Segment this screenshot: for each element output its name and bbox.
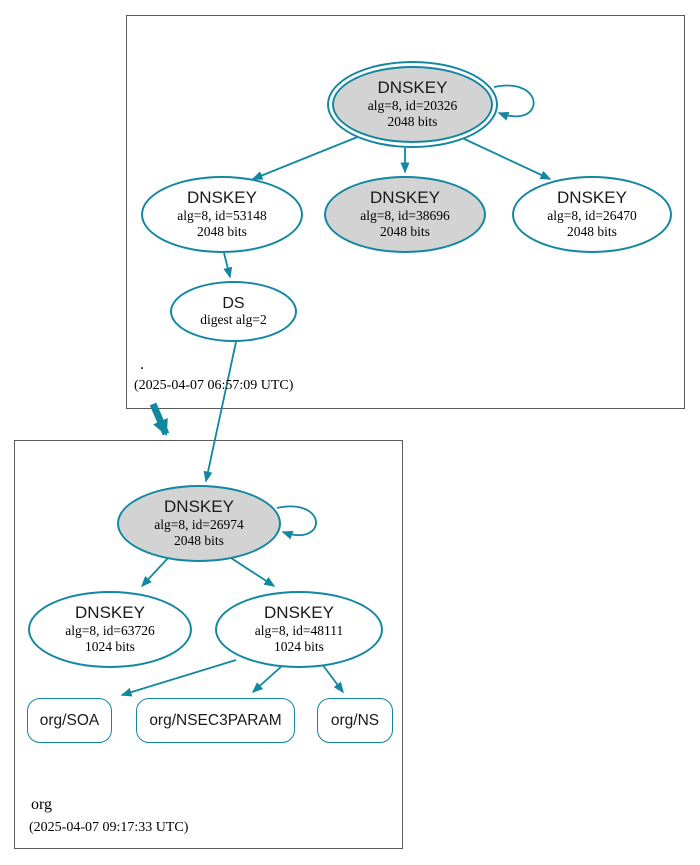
node-org-zsk-48111[interactable]: DNSKEY alg=8, id=48111 1024 bits [215,591,383,668]
edge-org-ksk-to-zsk63726 [140,557,169,588]
zone-timestamp-org: (2025-04-07 09:17:33 UTC) [29,820,189,835]
node-type-label: DNSKEY [557,187,627,207]
node-type-label: DNSKEY [75,602,145,622]
zone-timestamp-root: (2025-04-07 06:57:09 UTC) [134,378,294,393]
edge-zsk53148-to-ds [223,252,233,279]
node-type-label: DNSKEY [377,77,448,97]
node-type-label: DNSKEY [264,602,334,622]
edge-root-ksk-selfloop [493,84,535,121]
node-bits: 1024 bits [274,638,324,654]
node-bits: 2048 bits [387,113,438,129]
node-org-ksk-26974[interactable]: DNSKEY alg=8, id=26974 2048 bits [117,485,281,562]
node-type-label: DNSKEY [187,187,257,207]
node-type-label: DS [222,294,245,312]
node-type-label: DNSKEY [164,496,234,516]
node-alg-id: alg=8, id=48111 [254,622,344,638]
node-bits: 2048 bits [567,223,617,239]
node-ds-record[interactable]: DS digest alg=2 [170,281,297,342]
edge-ds-to-org-ksk [203,341,237,483]
node-alg-id: alg=8, id=20326 [367,97,458,113]
edge-org-ksk-to-zsk48111 [230,557,276,587]
rrset-label: org/SOA [39,711,100,729]
edge-root-ksk-to-zsk53148 [251,135,361,180]
node-alg-id: alg=8, id=53148 [177,207,267,223]
node-rrset-org-ns[interactable]: org/NS [317,698,393,743]
node-alg-id: alg=8, id=26470 [547,207,637,223]
edge-delegation-root-to-org [149,402,170,436]
node-root-ksk-20326[interactable]: DNSKEY alg=8, id=20326 2048 bits [327,61,498,148]
edge-zsk48111-to-nsec3param [251,664,284,694]
edge-org-ksk-selfloop [276,505,317,540]
node-type-label: DNSKEY [370,187,440,207]
node-rrset-org-nsec3param[interactable]: org/NSEC3PARAM [136,698,295,743]
node-alg-id: alg=8, id=63726 [65,622,155,638]
rrset-label: org/NSEC3PARAM [149,711,282,729]
edge-zsk48111-to-soa [120,659,237,697]
zone-name-org: org [31,796,53,813]
node-digest-alg: digest alg=2 [200,312,267,328]
zone-box-root [126,15,685,409]
node-alg-id: alg=8, id=26974 [154,516,244,532]
node-bits: 2048 bits [380,223,430,239]
node-bits: 2048 bits [174,532,224,548]
edge-zsk48111-to-ns [321,663,344,694]
node-org-zsk-63726[interactable]: DNSKEY alg=8, id=63726 1024 bits [28,591,192,668]
edge-root-ksk-to-zsk26470 [457,135,552,180]
node-root-zsk-26470[interactable]: DNSKEY alg=8, id=26470 2048 bits [512,176,672,253]
node-root-zsk-53148[interactable]: DNSKEY alg=8, id=53148 2048 bits [141,176,303,253]
node-alg-id: alg=8, id=38696 [360,207,450,223]
node-rrset-org-soa[interactable]: org/SOA [27,698,112,743]
zone-box-org [14,440,403,849]
node-root-zsk-38696[interactable]: DNSKEY alg=8, id=38696 2048 bits [324,176,486,253]
node-bits: 2048 bits [197,223,247,239]
rrset-label: org/NS [330,711,380,729]
zone-name-root: . [140,356,144,373]
node-bits: 1024 bits [85,638,135,654]
